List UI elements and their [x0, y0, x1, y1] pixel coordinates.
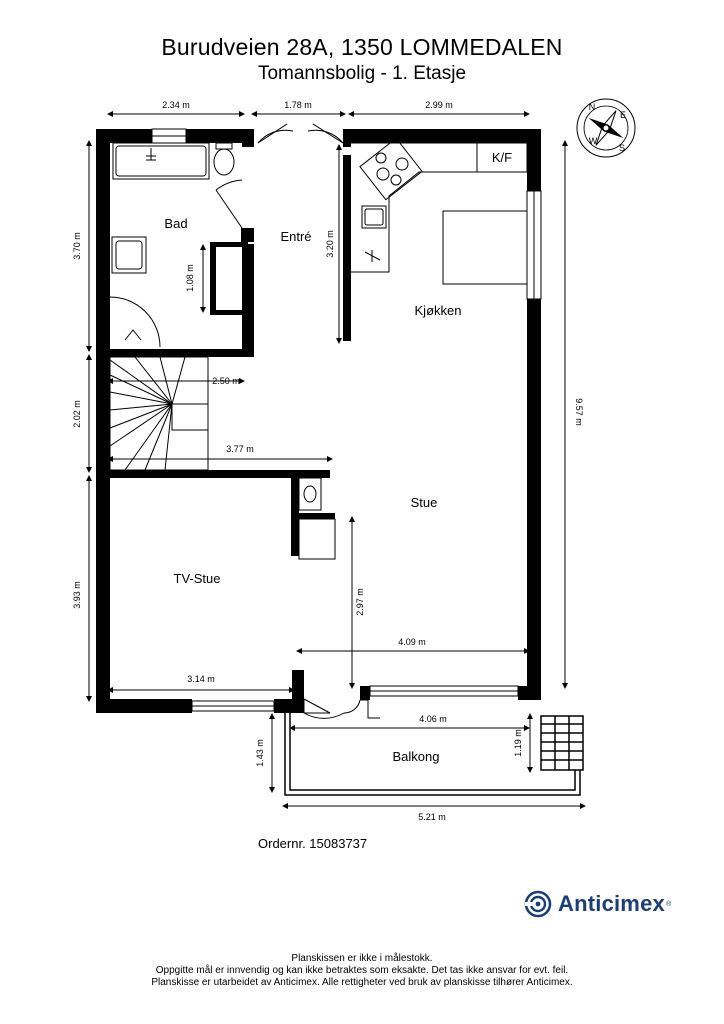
compass-icon: N E S W [576, 98, 636, 158]
wall-south-stub [292, 670, 304, 710]
compass-s: S [619, 143, 625, 153]
dim-stue-height: 2.97 m [355, 588, 365, 616]
wall-east-bottom [527, 299, 541, 699]
dim-top-left: 2.34 m [162, 100, 190, 110]
stove-burner-2 [395, 157, 409, 171]
compass-n: N [589, 102, 596, 112]
interior-walls [96, 129, 351, 556]
dim-balkong-total: 5.21 m [418, 812, 446, 822]
plan-subtitle-floor: Tomannsbolig - 1. Etasje [257, 63, 467, 84]
dimension-lines [86, 111, 586, 809]
room-label-tv-stue: TV-Stue [174, 571, 221, 586]
cabinet [298, 518, 336, 560]
bathroom-fixtures [109, 142, 235, 348]
shower-drain-icon [124, 329, 142, 341]
toilet-icon [213, 148, 235, 176]
wall-south-right-corner [518, 686, 541, 700]
dim-stair-width: 2.50 m [212, 376, 240, 386]
anticimex-brand-name: Anticimex [558, 891, 665, 916]
wall-west [96, 129, 110, 713]
balcony-door [303, 698, 380, 719]
wall-closet-top [210, 242, 248, 247]
kitchen-island [442, 210, 528, 285]
plan-title-address: Burudveien 28A, 1350 LOMMEDALEN [161, 34, 563, 60]
disclaimer-line-3: Planskisse er utarbeidet av Anticimex. A… [151, 977, 573, 988]
room-label-kf: K/F [492, 150, 512, 165]
room-label-kjokken: Kjøkken [415, 303, 462, 318]
dim-stue-width: 4.09 m [398, 637, 426, 647]
utility-box [298, 477, 322, 511]
shower-icon [146, 148, 156, 161]
disclaimer-footer: Planskissen er ikke i målestokk. Oppgitt… [0, 953, 724, 989]
stove-burner-4 [390, 174, 402, 186]
windows [151, 128, 542, 712]
door-bad [215, 179, 243, 229]
room-label-bad: Bad [164, 216, 187, 231]
wall-south-door-jamb [360, 686, 370, 700]
kitchen-sink [361, 205, 387, 229]
order-number: Ordernr. 15083737 [258, 836, 368, 851]
dim-left-top: 3.70 m [72, 232, 82, 260]
shower-arc [109, 296, 161, 348]
wall-wc-south [291, 513, 335, 519]
dim-balkong-inner: 4.06 m [419, 714, 447, 724]
staircase [109, 356, 209, 471]
wall-entre-west [248, 244, 254, 356]
room-labels: Bad Entré Kjøkken K/F Stue TV-Stue Balko… [164, 150, 512, 764]
wall-hall-south [96, 470, 330, 478]
dim-top-right: 2.99 m [425, 100, 453, 110]
disclaimer-line-1: Planskissen er ikke i målestokk. [291, 953, 433, 964]
wall-bad-entre-top [242, 129, 254, 147]
wall-bad-entre [242, 228, 248, 356]
anticimex-logo-icon [524, 890, 552, 918]
dim-bad-inner: 1.08 m [185, 264, 195, 292]
stove-icon [359, 137, 423, 201]
kitchen-counter [351, 137, 528, 285]
anticimex-reg-mark: ® [665, 900, 672, 908]
dim-hall-width: 3.77 m [226, 444, 254, 454]
dim-balkong-right: 1.19 m [513, 729, 523, 757]
dishwasher-icon [364, 250, 381, 262]
outer-walls [96, 129, 541, 713]
wall-south-left [96, 699, 192, 713]
stove-burner-3 [375, 152, 387, 164]
wall-north-bad-left [96, 129, 152, 143]
wc-fixtures [298, 477, 336, 560]
wall-entre-kitchen-top [343, 129, 351, 147]
dimension-labels: 2.34 m 1.78 m 2.99 m 3.70 m 2.02 m 3.93 … [72, 100, 584, 822]
room-label-balkong: Balkong [393, 749, 440, 764]
wall-closet-left [210, 242, 216, 312]
wall-bad-south [96, 349, 254, 357]
sink-icon [111, 236, 147, 274]
balcony [284, 713, 584, 796]
dim-tv-width: 3.14 m [187, 674, 215, 684]
wall-closet-bottom [210, 310, 248, 315]
compass-w: W [589, 136, 598, 146]
entrance-door [257, 123, 344, 144]
wall-entre-kitchen [343, 155, 351, 341]
dim-top-mid: 1.78 m [284, 100, 312, 110]
anticimex-logo: Anticimex® [524, 888, 671, 920]
room-label-stue: Stue [411, 495, 438, 510]
dim-right-total: 9.57 m [574, 398, 584, 426]
dim-balkong-left: 1.43 m [255, 739, 265, 767]
room-label-entre: Entré [280, 229, 311, 244]
bathtub [112, 142, 210, 180]
wall-north-kitchen [343, 129, 541, 143]
dim-entre-height: 3.20 m [325, 230, 335, 258]
compass-e: E [620, 110, 626, 120]
stove-burner-1 [376, 167, 390, 181]
wall-north-bad-right [186, 129, 254, 143]
disclaimer-line-2: Oppgitte mål er innvendig og kan ikke be… [155, 965, 569, 976]
dim-left-bottom: 3.93 m [72, 581, 82, 609]
wall-east-top [527, 129, 541, 191]
dim-left-mid: 2.02 m [72, 400, 82, 428]
